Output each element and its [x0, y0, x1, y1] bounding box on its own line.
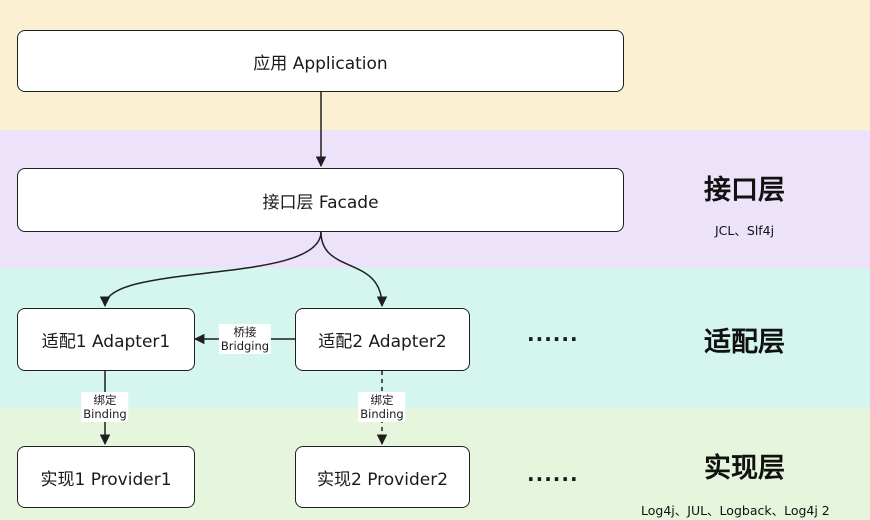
more-adapters-ellipsis: ......: [527, 322, 579, 346]
facade-node: 接口层 Facade: [17, 168, 624, 232]
interface-layer-title: 接口层: [704, 175, 785, 206]
binding-label-1-en: Binding: [83, 407, 127, 421]
edge-facade-to-adapter1: [99, 231, 322, 308]
adapter1-node: 适配1 Adapter1: [17, 308, 195, 371]
impl-layer-note: Log4j、JUL、Logback、Log4j 2: [641, 503, 830, 518]
bridging-label-cn: 桥接: [233, 325, 257, 339]
bridging-label: 桥接 Bridging: [218, 324, 272, 354]
binding-label-1-cn: 绑定: [93, 393, 117, 407]
provider2-node: 实现2 Provider2: [295, 446, 470, 508]
bridging-label-en: Bridging: [220, 339, 270, 353]
binding-label-1: 绑定 Binding: [81, 392, 129, 422]
provider1-node: 实现1 Provider1: [17, 446, 195, 508]
binding-label-2-en: Binding: [360, 407, 404, 421]
application-node: 应用 Application: [17, 30, 624, 92]
interface-layer-note: JCL、Slf4j: [715, 223, 775, 238]
edge-facade-to-adapter2: [320, 231, 388, 308]
impl-layer-title: 实现层: [704, 453, 785, 484]
more-providers-ellipsis: ......: [527, 462, 579, 486]
binding-label-2: 绑定 Binding: [358, 392, 406, 422]
adapter-layer-title: 适配层: [704, 327, 785, 358]
adapter2-node: 适配2 Adapter2: [295, 308, 470, 371]
binding-label-2-cn: 绑定: [370, 393, 394, 407]
